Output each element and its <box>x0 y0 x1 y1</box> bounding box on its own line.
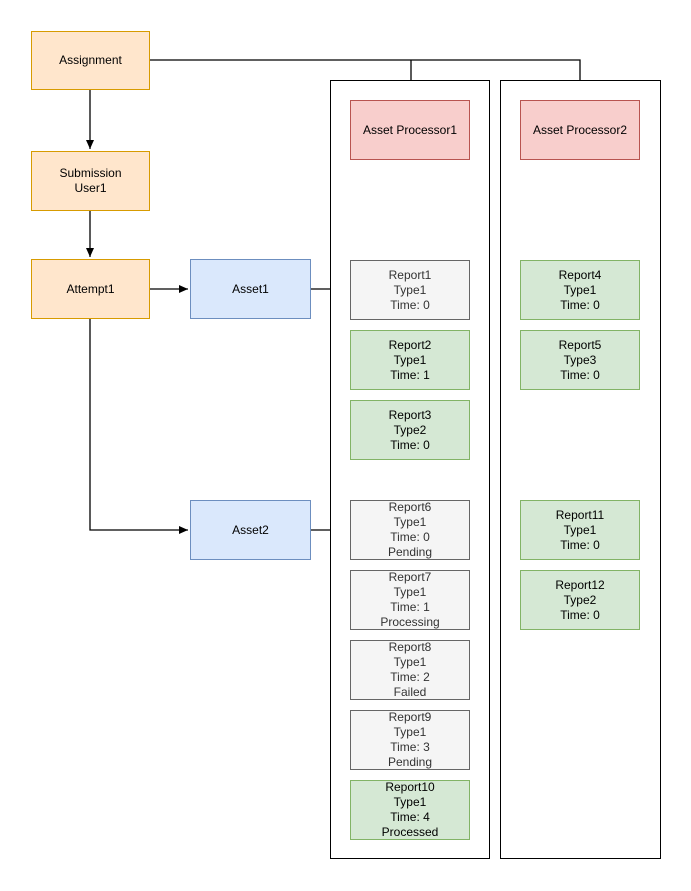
asset1-node: Asset1 <box>190 259 311 319</box>
assignment-label: Assignment <box>59 53 122 67</box>
report-name: Report1 <box>388 267 432 282</box>
report-type: Type1 <box>393 655 427 669</box>
report-time: Time: 1 <box>390 367 430 382</box>
report-time: Time: 1 <box>390 600 430 614</box>
submission-label-line2: User1 <box>74 181 107 195</box>
asset-processor1-node: Asset Processor1 <box>350 100 470 160</box>
report-type: Type3 <box>563 352 597 367</box>
report-type: Type1 <box>563 282 597 297</box>
asset2-node: Asset2 <box>190 500 311 560</box>
report-name: Report5 <box>558 337 602 352</box>
assignment-node: Assignment <box>31 31 150 90</box>
report-type: Type1 <box>393 515 427 529</box>
submission-label-line1: Submission <box>59 166 122 180</box>
report-time: Time: 2 <box>390 670 430 684</box>
report-name: Report7 <box>388 570 432 584</box>
report2-node: Report2 Type1 Time: 1 <box>350 330 470 390</box>
attempt-label: Attempt1 <box>66 281 115 296</box>
report-name: Report3 <box>388 407 432 422</box>
report-type: Type1 <box>393 282 427 297</box>
processor2-container-frame <box>500 80 661 859</box>
report-type: Type1 <box>563 522 597 537</box>
report-time: Time: 0 <box>390 297 430 312</box>
report-name: Report6 <box>388 500 432 514</box>
report10-node: Report10 Type1 Time: 4 Processed <box>350 780 470 840</box>
report1-node: Report1 Type1 Time: 0 <box>350 260 470 320</box>
report-status: Failed <box>393 685 427 699</box>
report7-node: Report7 Type1 Time: 1 Processing <box>350 570 470 630</box>
asset-processor2-label: Asset Processor2 <box>532 122 628 137</box>
report-type: Type2 <box>393 422 427 437</box>
report-time: Time: 4 <box>390 810 430 824</box>
report-time: Time: 0 <box>390 437 430 452</box>
connector-attempt-to-asset2 <box>89 319 188 534</box>
report12-node: Report12 Type2 Time: 0 <box>520 570 640 630</box>
submission-node: Submission User1 <box>31 151 150 211</box>
report-time: Time: 0 <box>390 530 430 544</box>
report-name: Report4 <box>558 267 602 282</box>
report9-node: Report9 Type1 Time: 3 Pending <box>350 710 470 770</box>
report-time: Time: 0 <box>560 297 600 312</box>
report-type: Type1 <box>393 725 427 739</box>
report3-node: Report3 Type2 Time: 0 <box>350 400 470 460</box>
report-status: Processing <box>380 615 440 629</box>
attempt-node: Attempt1 <box>31 259 150 319</box>
report4-node: Report4 Type1 Time: 0 <box>520 260 640 320</box>
asset2-label: Asset2 <box>232 522 269 537</box>
asset1-label: Asset1 <box>232 281 269 296</box>
report-name: Report11 <box>555 507 605 522</box>
report-status: Processed <box>381 825 439 839</box>
report-type: Type1 <box>393 585 427 599</box>
report-type: Type1 <box>393 795 427 809</box>
report-time: Time: 0 <box>560 367 600 382</box>
report-name: Report9 <box>388 710 432 724</box>
report8-node: Report8 Type1 Time: 2 Failed <box>350 640 470 700</box>
report-time: Time: 3 <box>390 740 430 754</box>
report-type: Type2 <box>563 592 597 607</box>
asset-processor1-label: Asset Processor1 <box>362 122 458 137</box>
asset-processor2-node: Asset Processor2 <box>520 100 640 160</box>
report-time: Time: 0 <box>560 607 600 622</box>
report-name: Report2 <box>388 337 432 352</box>
report-name: Report8 <box>388 640 432 654</box>
report-name: Report10 <box>385 780 435 794</box>
report-type: Type1 <box>393 352 427 367</box>
report-time: Time: 0 <box>560 537 600 552</box>
report6-node: Report6 Type1 Time: 0 Pending <box>350 500 470 560</box>
report-status: Pending <box>387 545 433 559</box>
report5-node: Report5 Type3 Time: 0 <box>520 330 640 390</box>
report-status: Pending <box>387 755 433 769</box>
report-name: Report12 <box>555 577 605 592</box>
report11-node: Report11 Type1 Time: 0 <box>520 500 640 560</box>
